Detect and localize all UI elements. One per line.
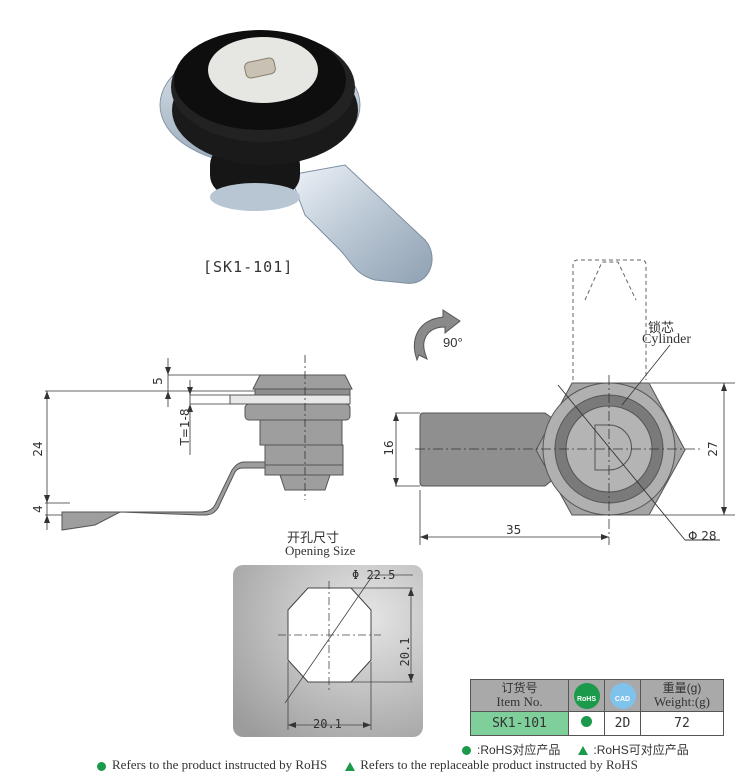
rohs-icon: RoHS	[573, 682, 600, 709]
legend-zh: :RoHS对应产品:RoHS可对应产品	[462, 741, 689, 758]
opening-title-en: Opening Size	[285, 543, 356, 558]
header-item-no: 订货号 Item No.	[470, 679, 569, 712]
opening-width: 20.1	[313, 717, 342, 731]
rotation-angle: 90°	[443, 335, 463, 350]
rotation-arrow-icon	[413, 309, 461, 362]
opening-height: 20.1	[398, 637, 412, 667]
spec-table-header: 订货号 Item No. RoHS CAD 重量(g) Weight:(g)	[470, 679, 724, 712]
cell-weight: 72	[640, 711, 724, 736]
header-cad: CAD	[604, 679, 641, 712]
table-row: SK1-101 2D 72	[470, 711, 724, 736]
green-circle-icon	[462, 746, 471, 756]
product-photo	[159, 30, 433, 284]
dim-cam-length: 35	[506, 523, 522, 537]
cad-icon: CAD	[609, 682, 636, 709]
cylinder-label-en: Cylinder	[642, 332, 691, 347]
opening-size-drawing	[233, 565, 423, 737]
green-triangle-icon	[578, 746, 589, 756]
dim-hex-size: 27	[706, 441, 720, 457]
legend-en: Refers to the product instructed by RoHS…	[97, 757, 638, 773]
dim-diameter: Φ 28	[688, 529, 717, 543]
spec-table: 订货号 Item No. RoHS CAD 重量(g) Weight:(g) S…	[470, 679, 724, 736]
rohs-dot-icon	[581, 716, 592, 727]
cell-rohs	[568, 711, 605, 736]
header-rohs: RoHS	[568, 679, 605, 712]
model-label: [SK1-101]	[203, 258, 294, 276]
cell-item-no: SK1-101	[470, 711, 569, 736]
cell-cad: 2D	[604, 711, 641, 736]
opening-title-zh: 开孔尺寸	[287, 530, 340, 545]
dim-cam-width: 16	[382, 440, 396, 456]
opening-diameter: Φ 22.5	[352, 568, 396, 582]
header-weight: 重量(g) Weight:(g)	[640, 679, 724, 712]
green-triangle-icon	[345, 761, 356, 771]
cylinder-label-zh: 锁芯	[648, 320, 675, 335]
green-circle-icon	[97, 761, 106, 771]
